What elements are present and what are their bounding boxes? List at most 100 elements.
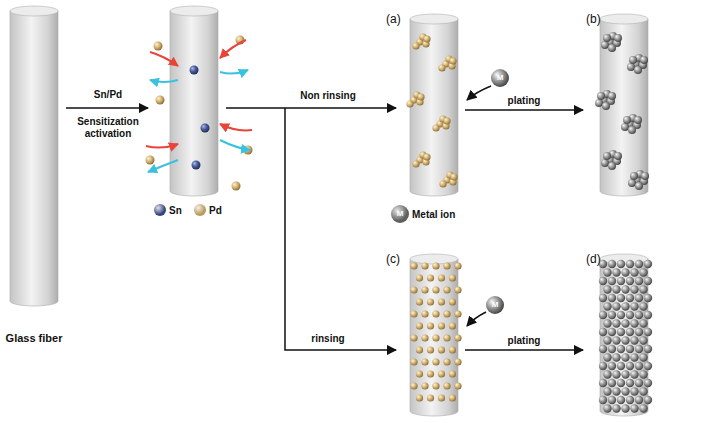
fiber-stage: (b) <box>583 6 655 198</box>
legend-text: Pd <box>209 205 222 216</box>
particle <box>608 44 616 52</box>
particle <box>621 302 629 310</box>
particle <box>416 274 423 281</box>
fiber-top <box>170 6 218 16</box>
fiber-stage: (c) <box>383 246 465 418</box>
particle <box>612 302 620 310</box>
particle <box>617 311 625 319</box>
particle <box>634 116 642 124</box>
particle <box>438 322 445 329</box>
particle <box>603 268 611 276</box>
particle <box>639 387 647 395</box>
fiber-top <box>410 14 458 24</box>
particle <box>617 362 625 370</box>
particle <box>603 319 611 327</box>
particle <box>603 404 611 412</box>
particle <box>412 42 419 49</box>
particle <box>617 260 625 268</box>
fiber-top <box>410 254 458 264</box>
particle <box>630 285 638 293</box>
particle <box>146 156 155 165</box>
fiber-cylinders <box>10 6 648 416</box>
particle <box>608 396 616 404</box>
process-arrows <box>66 86 491 350</box>
particle <box>410 262 417 269</box>
particles <box>146 32 653 413</box>
particle <box>454 334 461 341</box>
particle <box>608 379 616 387</box>
particle <box>608 328 616 336</box>
particle <box>644 311 652 319</box>
particle <box>617 294 625 302</box>
particle <box>427 370 434 377</box>
particle <box>201 124 210 133</box>
particle <box>410 310 417 317</box>
particle <box>621 123 629 131</box>
particle <box>599 277 607 285</box>
particle <box>599 328 607 336</box>
particle <box>454 358 461 365</box>
panel-label: (d) <box>586 252 601 266</box>
fiber-body <box>10 11 58 306</box>
particle <box>603 285 611 293</box>
ion-symbol: M <box>393 209 407 219</box>
fiber-label: Glass fiber <box>6 332 63 344</box>
particle <box>630 302 638 310</box>
particle <box>644 396 652 404</box>
ion-arrow <box>467 86 491 100</box>
particle <box>608 362 616 370</box>
legend-swatch <box>194 204 206 216</box>
particle <box>599 345 607 353</box>
particle <box>608 260 616 268</box>
particle <box>629 56 637 64</box>
particle <box>438 370 445 377</box>
particle <box>639 285 647 293</box>
particle <box>423 35 430 42</box>
particle <box>640 56 648 64</box>
particle <box>416 298 423 305</box>
particle <box>603 387 611 395</box>
particle <box>421 334 428 341</box>
particle <box>416 322 423 329</box>
particle <box>608 294 616 302</box>
particle <box>599 362 607 370</box>
panel-label: (b) <box>586 12 601 26</box>
particle <box>626 379 634 387</box>
fiber-body <box>410 19 458 196</box>
step-label: Non rinsing <box>283 90 373 102</box>
particle <box>621 370 629 378</box>
particle <box>443 358 450 365</box>
particle <box>438 298 445 305</box>
particle <box>630 370 638 378</box>
particle <box>432 262 439 269</box>
particle <box>639 268 647 276</box>
particle <box>630 353 638 361</box>
particle <box>614 34 622 42</box>
process-arrow <box>285 108 396 350</box>
step-label: Sensitization activation <box>66 116 150 140</box>
particle <box>449 370 456 377</box>
fiber-stage: Glass fiber <box>0 4 68 346</box>
particle <box>644 328 652 336</box>
particle <box>432 286 439 293</box>
legend-swatch <box>154 204 166 216</box>
particle <box>612 370 620 378</box>
fiber-body <box>600 19 648 196</box>
particle <box>410 358 417 365</box>
fiber-body <box>170 11 218 196</box>
particle <box>623 116 631 124</box>
particle <box>621 268 629 276</box>
particle <box>630 172 638 180</box>
particle <box>621 319 629 327</box>
particle <box>603 34 611 42</box>
particle <box>421 358 428 365</box>
particle <box>614 152 622 160</box>
particle <box>443 262 450 269</box>
particle <box>608 345 616 353</box>
particle <box>449 394 456 401</box>
particle <box>602 102 610 110</box>
particle <box>617 328 625 336</box>
particle <box>438 346 445 353</box>
